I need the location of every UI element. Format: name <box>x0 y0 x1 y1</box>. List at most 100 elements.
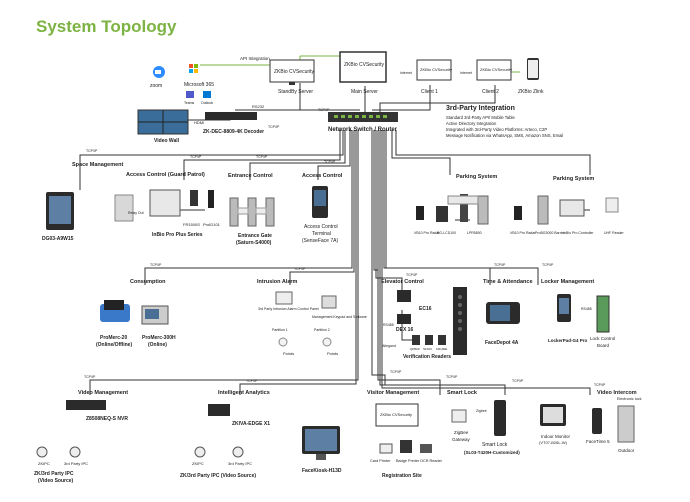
tcpip-label: TCP/IP <box>324 160 336 164</box>
keypad-device <box>321 295 337 309</box>
inbio-controller <box>149 189 181 217</box>
fr1500s-label: FR1500S <box>183 222 200 227</box>
elevator-control-label: Elevator Control <box>381 279 424 285</box>
tcpip-label: TCP/IP <box>256 155 268 159</box>
access-terminal-label: Access Control <box>304 224 338 230</box>
parking-label: ProBG3000 Barrier <box>535 231 566 235</box>
registration-site-label: Registration Site <box>382 473 422 479</box>
nvr-label: Z8508NEQ-S NVR <box>86 416 128 422</box>
indoor-monitor-model: (VT07-B26L-W) <box>539 440 568 445</box>
reader-label: QR500 <box>410 347 420 351</box>
teams-icon <box>186 91 194 98</box>
tcpip-label: TCP/IP <box>190 155 202 159</box>
internet-label-1: Internet <box>400 71 412 75</box>
hdmi-label: HDMI <box>194 120 204 125</box>
partition1-label: Partition 1 <box>272 328 288 332</box>
smart-lock-model: (SL03-T420H-Customized) <box>464 450 520 455</box>
time-attendance-label: Time & Attendance <box>483 279 533 285</box>
camera-icon <box>36 446 48 458</box>
video-management-label: Video Management <box>78 390 128 396</box>
ocr-reader-device <box>420 444 432 453</box>
reader-device <box>425 335 433 345</box>
wiegand-label: Wiegand <box>382 344 396 348</box>
tcpip-label: TCP/IP <box>512 379 524 383</box>
microsoft-365-icon <box>189 64 198 73</box>
promerc300h-label: ProMerc-300H <box>142 335 176 341</box>
visitor-monitor <box>375 403 419 427</box>
dex16-label: DEX 16 <box>396 327 413 333</box>
indoor-monitor-device <box>540 404 566 426</box>
ec16-label: EC16 <box>419 306 432 312</box>
decoder-label: ZK-DEC-8809-4K Decoder <box>203 129 264 135</box>
facedepot-device <box>486 302 520 324</box>
facekiosk-label: FaceKiosk-H13D <box>302 468 342 474</box>
locker-management-label: Locker Management <box>541 279 594 285</box>
facetime-label: FaceTime 5 <box>586 439 610 444</box>
decoder-device <box>205 112 257 120</box>
parking-label: LPR5800 <box>467 231 482 235</box>
parking-label: VB10 Pro Radar <box>414 231 440 235</box>
svg-text:ZKBio CVSecurity: ZKBio CVSecurity <box>420 67 452 72</box>
video-source-label3: ZK/3rd Party IPC (Video Source) <box>180 473 256 479</box>
parking-devices-1 <box>416 194 489 225</box>
tcpip-label: TCP/IP <box>268 125 280 129</box>
zoom-icon <box>153 66 165 78</box>
reader-label: KR100E <box>436 347 447 351</box>
dg03-label: DG03-A9W15 <box>42 236 74 242</box>
points-label: Points <box>283 351 294 356</box>
camera-icon <box>69 446 81 458</box>
client1-label: Client 1 <box>421 89 438 95</box>
outlook-label: Outlook <box>201 101 213 105</box>
elevator-panel-device <box>453 287 467 355</box>
facedepot-label: FaceDepot 4A <box>485 340 519 346</box>
third-party-line-2: Active Directory Integration <box>446 121 497 126</box>
entrance-gate-device <box>229 197 275 227</box>
tcpip-label: TCP/IP <box>594 383 606 387</box>
parking-label: InBio Pro Controller <box>563 231 594 235</box>
intrusion-alarm-label: Intrusion Alarm <box>257 279 298 285</box>
main-server-monitor: ZKBio CVSecurity <box>339 51 387 83</box>
dg03-device <box>46 192 74 230</box>
lock-control-board <box>596 295 610 333</box>
facekiosk-device <box>302 426 340 460</box>
ec16-device <box>397 290 411 302</box>
zigbee-label: Zigbee <box>476 409 487 413</box>
dex16-device <box>397 314 411 324</box>
parking-label: VB10 Pro Radar <box>510 231 536 235</box>
rs232-label: RS232 <box>252 104 265 109</box>
internet-label-2: Internet <box>460 71 472 75</box>
partition2-label: Partition 2 <box>314 328 330 332</box>
access-control-label: Access Control <box>302 173 343 179</box>
client2-monitor: ZKBio CVSecurity <box>476 59 512 81</box>
third-party-title: 3rd-Party Integration <box>446 105 515 112</box>
badge-printer-label: Badge Printer <box>396 459 420 463</box>
promerc20-label: ProMerc-20 <box>100 335 127 341</box>
parking-system2-label: Parking System <box>553 176 594 182</box>
alarm-panel-device <box>275 291 293 305</box>
access-guard-label: Access Control (Guard Patrol) <box>126 172 205 178</box>
third-party-line-4: Message Notification via WhatsApp, SMS, … <box>446 133 563 138</box>
promerc300h-device <box>141 305 169 325</box>
parking-system-label: Parking System <box>456 174 497 180</box>
sensor-icon <box>278 337 288 347</box>
electronic-lock-label: Electronic lock <box>617 397 642 401</box>
tcpip-label: TCP/IP <box>150 263 162 267</box>
verification-readers-label: Verification Readers <box>403 354 451 360</box>
fr1500s-reader <box>190 190 198 206</box>
door-device <box>617 405 635 443</box>
parking-devices-2 <box>514 195 619 225</box>
indoor-monitor-label: Indoor Monitor <box>541 434 571 439</box>
standby-server-monitor: ZKBio CVSecurity <box>269 59 315 85</box>
senseface-device <box>312 186 328 218</box>
parking-label: BG-LCD100 <box>437 231 456 235</box>
svg-text:ZKBio CVSecurity: ZKBio CVSecurity <box>480 67 512 72</box>
visitor-monitor-text: ZKBio CVSecurity <box>380 412 412 417</box>
tcpip-label: TCP/IP <box>84 375 96 379</box>
promerc300h-sub: (Online) <box>148 342 167 348</box>
badge-printer-device <box>400 440 412 453</box>
zk-ipc-label: ZKIPC <box>38 461 50 466</box>
tcpip-label: TCP/IP <box>542 263 554 267</box>
reader-device <box>438 335 446 345</box>
edge-x1-device <box>208 404 230 416</box>
